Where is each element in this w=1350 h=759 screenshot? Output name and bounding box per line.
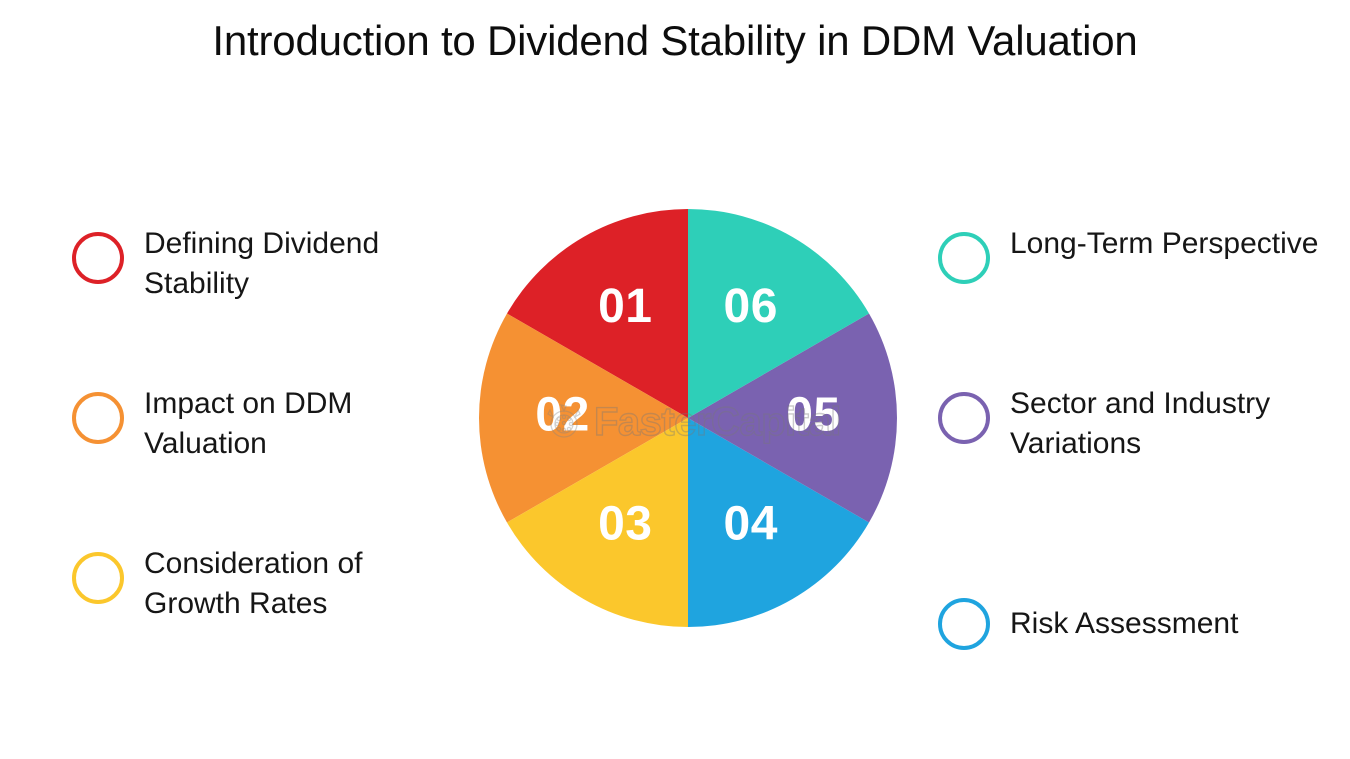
legend-item-label: Consideration of Growth Rates [144,547,363,620]
pie-slice-01[interactable] [507,209,688,418]
legend-item-label: Defining Dividend Stability [144,227,380,300]
legend-column-left: Defining Dividend Stability Impact on DD… [72,224,472,704]
legend-item-consideration-of-growth-rates[interactable]: Consideration of Growth Rates [72,544,472,704]
legend-item-sector-and-industry-variations[interactable]: Sector and Industry Variations [938,384,1338,544]
circle-outline-icon [938,392,990,444]
circle-outline-icon [72,392,124,444]
pie-slice-02[interactable] [478,313,688,523]
legend-item-label: Long-Term Perspective [1010,227,1319,260]
circle-outline-icon [72,552,124,604]
pie-slice-label-02: 02 [535,389,589,442]
circle-outline-icon [72,232,124,284]
circle-outline-icon [938,232,990,284]
pie-slice-03[interactable] [507,418,688,627]
pie-slice-label-04: 04 [724,497,778,550]
pie-slice-06[interactable] [688,209,869,418]
pie-slice-05[interactable] [688,313,898,523]
pie-chart[interactable]: 01 02 03 04 05 06 [478,208,898,628]
pie-slice-label-01: 01 [598,280,652,333]
page-title: Introduction to Dividend Stability in DD… [212,17,1138,64]
pie-slice-group [478,209,898,627]
pie-slice-04[interactable] [688,418,869,627]
legend-item-label: Risk Assessment [1010,607,1239,640]
pie-slice-label-03: 03 [598,497,652,550]
pie-slice-label-05: 05 [786,389,840,442]
legend-item-label: Sector and Industry Variations [1010,387,1271,460]
legend-item-defining-dividend-stability[interactable]: Defining Dividend Stability [72,224,472,384]
legend-item-risk-assessment[interactable]: Risk Assessment [938,544,1338,704]
pie-slice-label-06: 06 [724,280,778,333]
legend-item-long-term-perspective[interactable]: Long-Term Perspective [938,224,1338,384]
circle-outline-icon [938,598,990,650]
legend-item-label: Impact on DDM Valuation [144,387,353,460]
legend-column-right: Long-Term Perspective Sector and Industr… [938,224,1338,704]
pie-chart-svg: 01 02 03 04 05 06 [478,209,898,627]
pie-label-group: 01 02 03 04 05 06 [535,280,840,550]
legend-item-impact-on-ddm-valuation[interactable]: Impact on DDM Valuation [72,384,472,544]
